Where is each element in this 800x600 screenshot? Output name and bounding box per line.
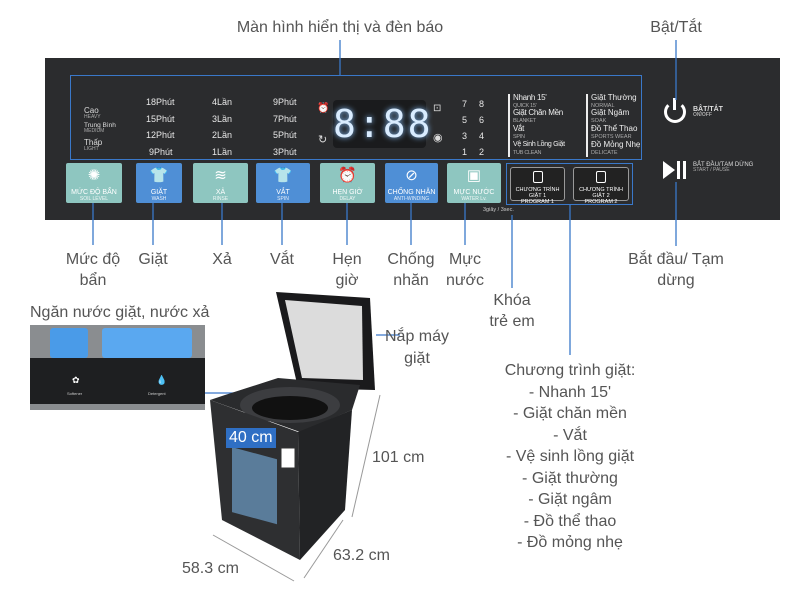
drawer-callout: Ngăn nước giặt, nước xả — [30, 304, 210, 321]
document-icon — [596, 171, 606, 183]
play-pause-icon[interactable] — [663, 160, 687, 180]
document-icon — [532, 171, 543, 183]
program-buttons-outline — [506, 163, 633, 205]
spin-icon: 👕 — [273, 167, 293, 184]
alarm-clock-icon: ⏰ — [338, 167, 357, 184]
wash-icon: 👕 — [149, 167, 169, 184]
lock-indicator-icon: ⊡ — [433, 103, 442, 114]
start-callout: Bắt đầu/ Tạm dừng — [628, 251, 724, 289]
soil-callout: Mức độ bẩn — [65, 251, 121, 289]
drop-icon: 💧 — [156, 375, 168, 385]
water-level-icon: ▣ — [466, 167, 482, 184]
power-icon-bar — [673, 98, 676, 110]
height-dimension: 101 cm — [372, 449, 425, 466]
child-lock-hint: 3giây / 3sec. — [483, 207, 514, 213]
alarm-indicator-icon: ⏰ — [317, 103, 330, 114]
flower-icon: ✿ — [72, 375, 80, 385]
delay-callout: Hẹn giờ — [332, 251, 362, 289]
anti-wrinkle-icon: ⊘ — [405, 167, 418, 184]
repeat-indicator-icon: ↻ — [318, 134, 328, 146]
display-title: Màn hình hiển thị và đèn báo — [236, 19, 444, 36]
soil-icon: ✺ — [87, 167, 101, 184]
width-dimension: 58.3 cm — [182, 560, 239, 577]
child-lock-callout: Khóa trẻ em — [489, 292, 535, 330]
rinse-callout: Xả — [212, 251, 232, 268]
detergent-label: Detergent — [148, 391, 166, 396]
depth-dimension: 63.2 cm — [333, 547, 390, 564]
softener-label: Softener — [67, 391, 83, 396]
spin-callout: Vắt — [269, 251, 294, 268]
power-icon[interactable] — [664, 101, 686, 123]
eye-indicator-icon: ◉ — [433, 132, 443, 144]
wash-callout: Giặt — [138, 251, 168, 268]
segment-display: 8:88 — [333, 100, 433, 148]
power-callout: Bật/Tắt — [650, 19, 702, 36]
drawer-photo: ✿ 💧 Softener Detergent — [30, 325, 205, 410]
display-area-outline — [70, 75, 642, 160]
lid-callout: Nắp máy giặt — [384, 328, 450, 367]
program-indicator: Nhanh 15'QUICK 15' — [508, 94, 547, 110]
water-level-callout: Mực nước — [445, 251, 485, 289]
programs-list: Chương trình giặt: - Nhanh 15'- Giặt chă… — [504, 362, 636, 551]
drum-width-label: 40 cm — [226, 428, 276, 448]
anti-wrinkle-callout: Chống nhăn — [387, 251, 435, 289]
rinse-icon: ≋ — [214, 167, 227, 184]
